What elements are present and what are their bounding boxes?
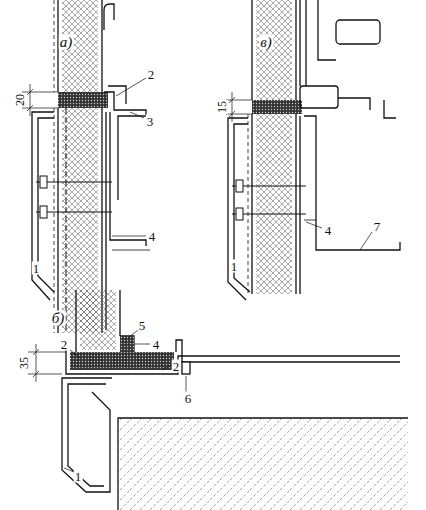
callout-number: 1: [74, 470, 83, 483]
callout-number: 6: [184, 392, 193, 405]
callout-number: 5: [138, 319, 147, 332]
callout-number: 4: [148, 230, 157, 243]
callout-number: 2: [147, 68, 156, 81]
callout-number: 2: [172, 360, 181, 373]
dimension-text: 20: [14, 93, 26, 107]
callout-number: 4: [324, 224, 333, 237]
view-letter: а): [59, 35, 74, 50]
dimension-text: 35: [18, 356, 30, 370]
callout-number: 4: [152, 338, 161, 351]
callout-number: 7: [373, 220, 382, 233]
dimension-text: 15: [216, 100, 228, 114]
callout-number: 2: [60, 338, 69, 351]
view-letter: в): [259, 35, 273, 50]
callout-number: 3: [146, 115, 155, 128]
view-letter: б): [51, 311, 66, 326]
callout-number: 1: [32, 262, 41, 275]
callout-number: 1: [230, 260, 239, 273]
